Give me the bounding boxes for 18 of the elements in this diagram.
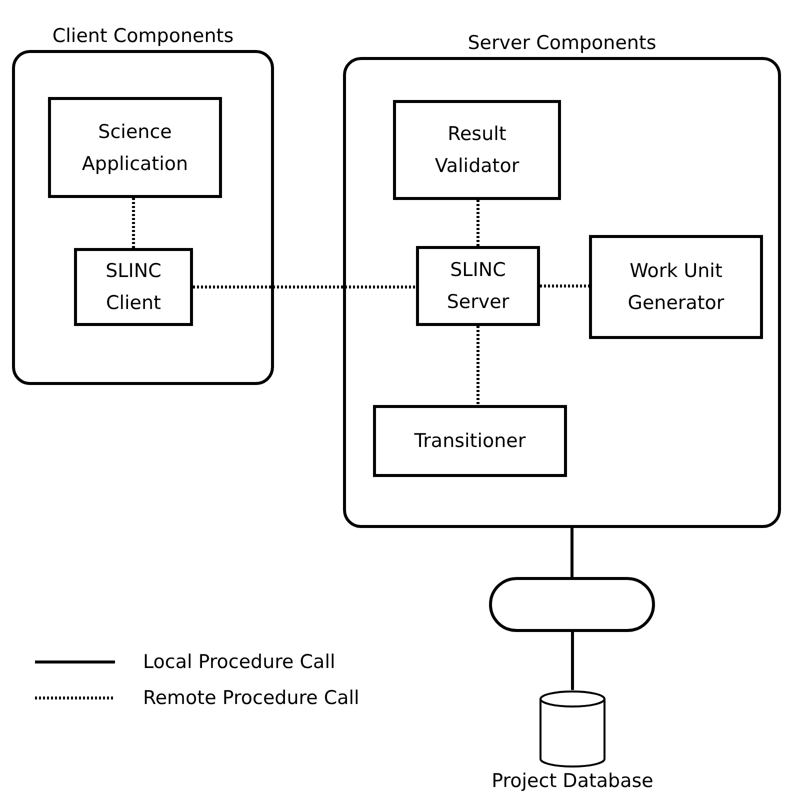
- component-box: SLINC Client: [74, 248, 193, 326]
- component-box: Science Application: [48, 97, 222, 198]
- dotted-connector: [476, 200, 480, 246]
- group-title: Server Components: [468, 31, 656, 56]
- component-box: Result Validator: [393, 100, 561, 200]
- solid-connector: [571, 632, 574, 690]
- dotted-connector: [193, 286, 416, 288]
- dotted-connector: [132, 198, 135, 248]
- legend-label: Remote Procedure Call: [143, 686, 360, 711]
- solid-connector: [570, 528, 574, 577]
- group-title: Client Components: [52, 24, 234, 49]
- component-box: SLINC Server: [416, 246, 540, 326]
- dotted-connector: [476, 326, 480, 405]
- database-label: Project Database: [492, 770, 654, 792]
- component-box: Transitioner: [373, 405, 567, 477]
- component-box: Work Unit Generator: [589, 235, 763, 339]
- dotted-connector: [540, 284, 589, 288]
- legend-label: Local Procedure Call: [143, 650, 336, 675]
